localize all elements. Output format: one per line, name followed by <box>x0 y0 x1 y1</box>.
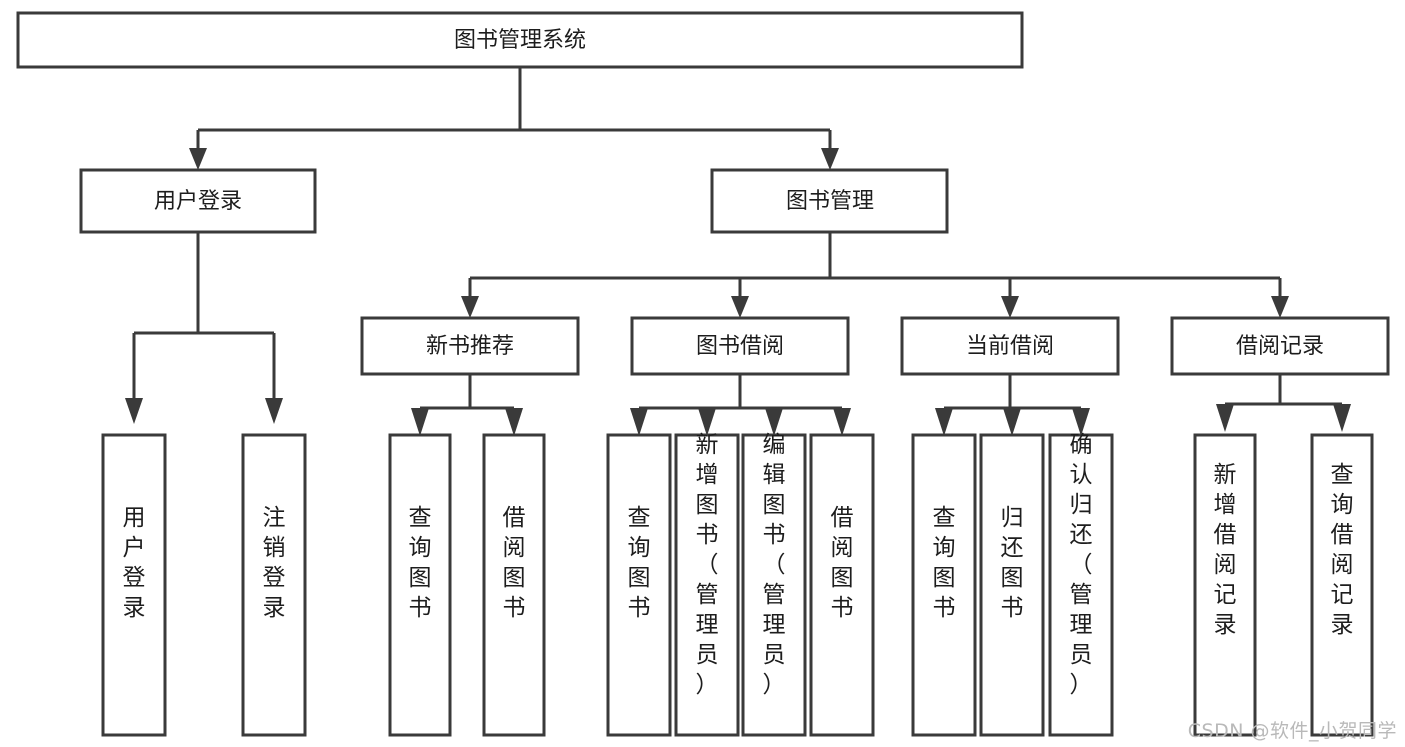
node-leaf-query-record[interactable]: 查询借阅记录 <box>1310 433 1374 737</box>
arrow-head-book-manage <box>821 148 839 170</box>
node-leaf-confirm-return-box[interactable] <box>1048 433 1114 737</box>
node-leaf-user-login[interactable]: 用户登录 <box>101 433 167 737</box>
node-leaf-user-login-box[interactable] <box>101 433 167 737</box>
node-leaf-query-book-2[interactable]: 查询图书 <box>606 433 672 737</box>
arrow-head-new-book-rec <box>461 296 479 318</box>
node-leaf-return-book-box[interactable] <box>979 433 1045 737</box>
node-borrow-record[interactable]: 借阅记录 <box>1170 316 1390 376</box>
node-borrow-record-box[interactable] <box>1170 316 1390 376</box>
node-leaf-query-book-3[interactable]: 查询图书 <box>911 433 977 737</box>
node-leaf-borrow-book-2[interactable]: 借阅图书 <box>809 433 875 737</box>
node-leaf-add-record-box[interactable] <box>1193 433 1257 737</box>
node-leaf-add-book-label: 新增图书（管理员） <box>696 432 719 698</box>
node-book-borrow-box[interactable] <box>630 316 850 376</box>
node-leaf-edit-book[interactable]: 编辑图书（管理员） <box>741 432 807 737</box>
node-leaf-borrow-book-2-label: 借阅图书 <box>831 505 854 621</box>
node-book-borrow[interactable]: 图书借阅 <box>630 316 850 376</box>
node-borrow-record-label: 借阅记录 <box>1236 334 1324 359</box>
node-book-borrow-label: 图书借阅 <box>696 334 784 359</box>
node-user-login[interactable]: 用户登录 <box>79 168 317 234</box>
node-user-login-label: 用户登录 <box>154 189 242 214</box>
node-root-label: 图书管理系统 <box>454 28 586 53</box>
connector-group-book-manage <box>461 232 1289 318</box>
node-leaf-add-book[interactable]: 新增图书（管理员） <box>674 432 740 737</box>
node-book-manage-box[interactable] <box>710 168 949 234</box>
arrow-head-leaf-user-login <box>125 398 143 424</box>
arrow-head-borrow-record <box>1271 296 1289 318</box>
arrow-head-book-borrow <box>731 296 749 318</box>
node-leaf-logout[interactable]: 注销登录 <box>241 433 307 737</box>
connector-group-book-borrow <box>630 374 851 436</box>
node-new-book-rec-box[interactable] <box>360 316 580 376</box>
node-leaf-add-record-label: 新增借阅记录 <box>1214 462 1237 638</box>
node-leaf-confirm-return-label: 确认归还（管理员） <box>1070 432 1093 698</box>
connector-group-new-book-rec <box>411 374 523 436</box>
node-new-book-rec[interactable]: 新书推荐 <box>360 316 580 376</box>
connector-group-borrow-record <box>1216 374 1351 432</box>
node-leaf-borrow-book-1-label: 借阅图书 <box>503 505 526 621</box>
node-leaf-return-book[interactable]: 归还图书 <box>979 433 1045 737</box>
node-leaf-borrow-book-2-box[interactable] <box>809 433 875 737</box>
arrow-head-leaf-borrow-book-1 <box>505 408 523 436</box>
node-leaf-query-book-3-label: 查询图书 <box>933 505 956 621</box>
node-root[interactable]: 图书管理系统 <box>16 11 1024 69</box>
arrow-head-leaf-query-book-1 <box>411 408 429 436</box>
arrow-head-leaf-query-book-2 <box>630 408 648 436</box>
node-leaf-query-book-1-label: 查询图书 <box>409 505 432 621</box>
node-leaf-logout-label: 注销登录 <box>263 505 286 621</box>
node-new-book-rec-label: 新书推荐 <box>426 334 514 359</box>
arrow-head-leaf-borrow-book-2 <box>833 408 851 436</box>
node-leaf-query-book-2-box[interactable] <box>606 433 672 737</box>
node-current-borrow[interactable]: 当前借阅 <box>900 316 1120 376</box>
node-leaf-edit-book-label: 编辑图书（管理员） <box>763 432 786 698</box>
arrow-head-leaf-add-book <box>698 408 716 436</box>
node-leaf-query-book-3-box[interactable] <box>911 433 977 737</box>
arrow-head-leaf-confirm-return <box>1072 408 1090 436</box>
node-leaf-edit-book-box[interactable] <box>741 433 807 737</box>
node-current-borrow-label: 当前借阅 <box>966 334 1054 359</box>
node-leaf-return-book-label: 归还图书 <box>1001 505 1024 621</box>
node-leaf-query-record-label: 查询借阅记录 <box>1331 462 1354 638</box>
arrow-head-leaf-add-record <box>1216 404 1234 432</box>
node-leaf-borrow-book-1-box[interactable] <box>482 433 546 737</box>
arrow-head-leaf-edit-book <box>765 408 783 436</box>
node-leaf-query-book-1-box[interactable] <box>388 433 452 737</box>
node-leaf-confirm-return[interactable]: 确认归还（管理员） <box>1048 432 1114 737</box>
node-leaf-query-book-2-label: 查询图书 <box>628 505 651 621</box>
connector-group-root <box>189 67 839 170</box>
arrow-head-leaf-logout <box>265 398 283 424</box>
arrow-head-leaf-return-book <box>1003 408 1021 436</box>
arrow-head-user-login <box>189 148 207 170</box>
node-current-borrow-box[interactable] <box>900 316 1120 376</box>
node-leaf-add-record[interactable]: 新增借阅记录 <box>1193 433 1257 737</box>
node-leaf-add-book-box[interactable] <box>674 433 740 737</box>
node-leaf-borrow-book-1[interactable]: 借阅图书 <box>482 433 546 737</box>
node-leaf-query-record-box[interactable] <box>1310 433 1374 737</box>
node-book-manage[interactable]: 图书管理 <box>710 168 949 234</box>
node-leaf-user-login-label: 用户登录 <box>123 505 146 621</box>
node-leaf-logout-box[interactable] <box>241 433 307 737</box>
arrow-head-leaf-query-book-3 <box>935 408 953 436</box>
connector-group-user-login <box>125 232 283 424</box>
arrow-head-current-borrow <box>1001 296 1019 318</box>
node-user-login-box[interactable] <box>79 168 317 234</box>
node-root-box[interactable] <box>16 11 1024 69</box>
node-book-manage-label: 图书管理 <box>786 189 874 214</box>
arrow-head-leaf-query-record <box>1333 404 1351 432</box>
node-leaf-query-book-1[interactable]: 查询图书 <box>388 433 452 737</box>
connector-group-current-borrow <box>935 374 1090 436</box>
